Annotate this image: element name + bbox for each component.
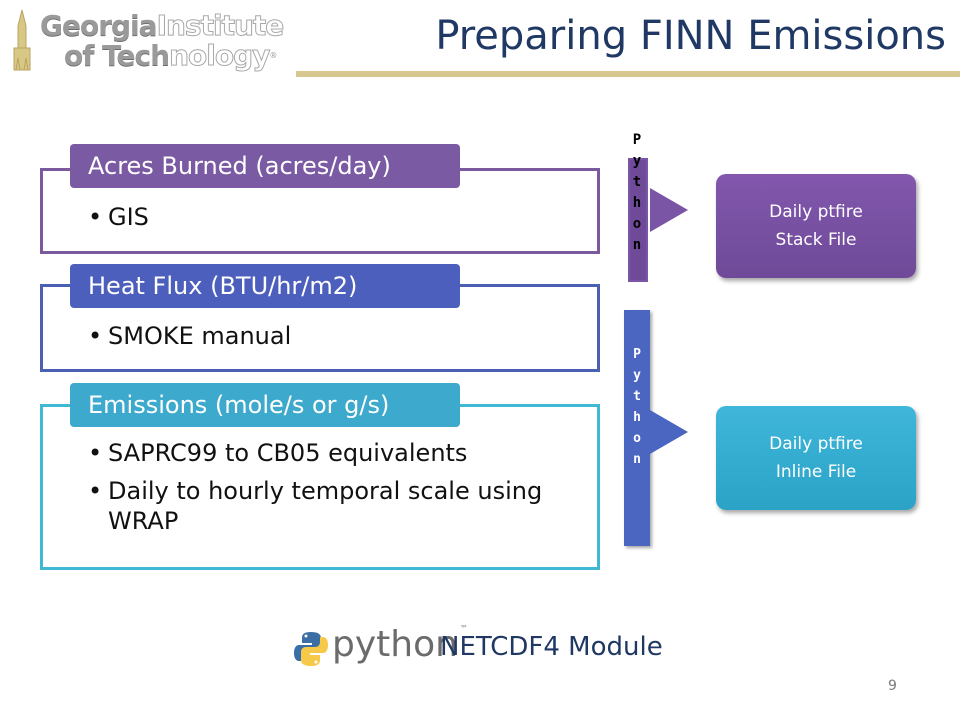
- output-inline-file: Daily ptfire Inline File: [716, 406, 916, 510]
- logo-georgia: Georgia: [40, 9, 158, 42]
- python-bar-top: P y t h o n: [624, 130, 650, 290]
- letter: n: [633, 452, 641, 467]
- output-line: Inline File: [775, 462, 857, 482]
- module-label: NETCDF4 Module: [440, 632, 663, 662]
- label-heat-flux: Heat Flux (BTU/hr/m2): [70, 264, 460, 308]
- logo-of-tech: of Tech: [64, 39, 170, 72]
- page-title: Preparing FINN Emissions: [435, 13, 946, 59]
- logo-line-2: of Technology®: [64, 39, 277, 72]
- letter: t: [633, 389, 641, 404]
- bullet-item: GIS: [88, 202, 149, 232]
- python-bar-top-text: P y t h o n: [624, 130, 650, 256]
- letter: h: [632, 195, 642, 211]
- python-trademark: ™: [459, 624, 468, 633]
- label-acres-burned: Acres Burned (acres/day): [70, 144, 460, 188]
- output-stack-file: Daily ptfire Stack File: [716, 174, 916, 278]
- logo-institute: Institute: [156, 9, 285, 42]
- title-underline: [296, 71, 960, 77]
- bullets-emissions: SAPRC99 to CB05 equivalents Daily to hou…: [88, 438, 558, 544]
- letter: h: [633, 410, 641, 425]
- bullets-heat-flux: SMOKE manual: [88, 321, 291, 359]
- output-line: Daily ptfire: [769, 434, 863, 454]
- output-line: Stack File: [775, 230, 857, 250]
- georgia-tech-logo: GeorgiaInstitute of Technology®: [8, 8, 308, 74]
- letter: t: [632, 174, 642, 190]
- python-bar-bottom-text: P y t h o n: [624, 344, 650, 470]
- letter: n: [632, 237, 642, 253]
- output-line: Daily ptfire: [769, 202, 863, 222]
- letter: y: [632, 153, 642, 169]
- letter: P: [632, 132, 642, 148]
- logo-line-1: GeorgiaInstitute: [40, 9, 285, 42]
- bullet-item: Daily to hourly temporal scale using WRA…: [88, 476, 558, 536]
- letter: P: [633, 347, 641, 362]
- python-logo-icon: [294, 632, 328, 666]
- letter: y: [633, 368, 641, 383]
- bullets-acres-burned: GIS: [88, 202, 149, 240]
- logo-nology: nology: [169, 39, 271, 72]
- arrow-right-icon: [650, 410, 688, 454]
- bullet-item: SMOKE manual: [88, 321, 291, 351]
- python-bar-bottom: P y t h o n: [624, 310, 650, 546]
- page-number: 9: [888, 678, 897, 694]
- letter: o: [632, 216, 642, 232]
- bullet-item: SAPRC99 to CB05 equivalents: [88, 438, 558, 468]
- tech-tower-icon: [13, 9, 31, 71]
- python-bar-top-fill: [628, 158, 648, 282]
- logo-registered: ®: [269, 51, 277, 60]
- letter: o: [633, 431, 641, 446]
- python-word: python: [332, 624, 458, 665]
- arrow-right-icon: [650, 188, 688, 232]
- label-emissions: Emissions (mole/s or g/s): [70, 383, 460, 427]
